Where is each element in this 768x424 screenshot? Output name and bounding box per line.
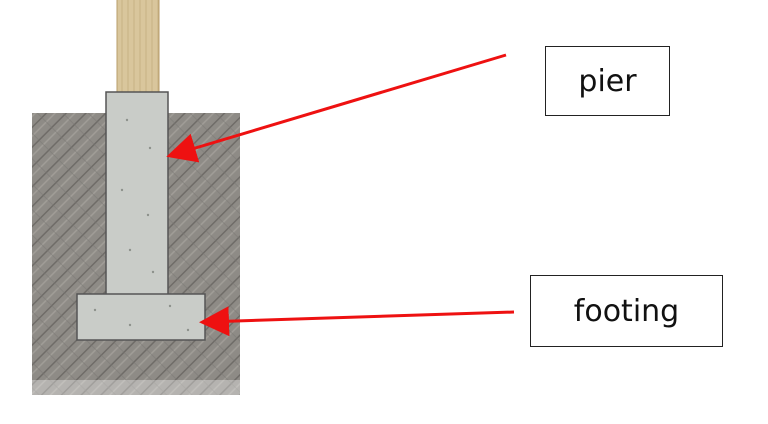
pier-label-text: pier	[578, 63, 637, 99]
footing-label-text: footing	[573, 293, 680, 329]
concrete-footing	[76, 293, 206, 341]
pier-label: pier	[545, 46, 670, 116]
footing-arrow	[199, 306, 515, 337]
pier-arrow	[166, 53, 507, 163]
wood-post	[116, 0, 160, 92]
footing-label: footing	[530, 275, 723, 347]
concrete-pier	[105, 91, 169, 299]
